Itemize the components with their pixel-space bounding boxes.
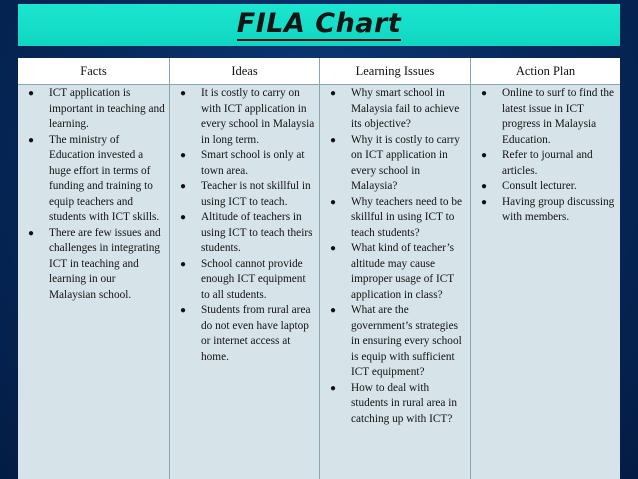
- list-item-text: How to deal with students in rural area …: [351, 381, 458, 425]
- list-item: ● There are few issues and challenges in …: [18, 226, 169, 304]
- table-column-ideas: Ideas ● It is costly to carry on with ICT …: [169, 58, 319, 479]
- list-item: ● The ministry of Education invested a hu…: [18, 133, 169, 226]
- bullet-icon: ●: [481, 196, 488, 208]
- list-item-text: Altitude of teachers in using ICT to tea…: [201, 211, 313, 254]
- bullet-icon: ●: [180, 181, 187, 192]
- list-item-text: Refer to journal and articles.: [502, 149, 593, 177]
- bullet-icon: ●: [180, 88, 187, 99]
- list-item: ● Why teachers need to be skillful in usi…: [320, 195, 470, 242]
- list-item: ● Students from rural area do not even ha…: [170, 303, 319, 365]
- bullet-icon: ●: [330, 196, 337, 208]
- list-item-text: Consult lecturer.: [502, 180, 577, 192]
- fila-table: Facts ● ICT application is important in te…: [18, 58, 620, 479]
- bullet-icon: ●: [180, 150, 187, 161]
- list-item-text: School cannot provide enough ICT equipme…: [201, 257, 306, 301]
- list-item: ● Online to surf to find the latest issue…: [471, 86, 620, 148]
- bullet-list: ● ICT application is important in teachin…: [18, 86, 169, 303]
- slide-title-bar: FILA Chart: [18, 4, 620, 46]
- list-item: ● Consult lecturer.: [471, 179, 620, 195]
- column-header: Ideas: [170, 58, 319, 85]
- table-column-facts: Facts ● ICT application is important in te…: [18, 58, 169, 479]
- table-column-action-plan: Action Plan ● Online to surf to find the l…: [470, 58, 620, 479]
- column-header: Facts: [18, 58, 169, 85]
- table-column-learning-issues: Learning Issues ● Why smart school in Mala…: [319, 58, 470, 479]
- bullet-icon: ●: [481, 181, 488, 192]
- list-item: ● What kind of teacher’s altitude may cau…: [320, 241, 470, 303]
- list-item: ● Smart school is only at town area.: [170, 148, 319, 179]
- list-item-text: The ministry of Education invested a hug…: [49, 133, 160, 224]
- bullet-icon: ●: [28, 88, 35, 99]
- bullet-icon: ●: [330, 243, 337, 254]
- bullet-list: ● Why smart school in Malaysia fail to ac…: [320, 86, 470, 427]
- list-item-text: Students from rural area do not even hav…: [201, 304, 311, 363]
- list-item-text: It is costly to carry on with ICT applic…: [201, 87, 315, 146]
- list-item: ● Having group discussing with members.: [471, 195, 620, 226]
- list-item: ● ICT application is important in teachin…: [18, 86, 169, 133]
- list-item: ● Altitude of teachers in using ICT to te…: [170, 210, 319, 257]
- column-body: ● Why smart school in Malaysia fail to ac…: [320, 85, 470, 479]
- list-item-text: Teacher is not skillful in using ICT to …: [201, 180, 311, 208]
- bullet-icon: ●: [330, 134, 337, 146]
- list-item-text: Why it is costly to carry on ICT applica…: [351, 133, 460, 193]
- bullet-icon: ●: [330, 305, 337, 316]
- bullet-icon: ●: [180, 212, 187, 223]
- list-item-text: ICT application is important in teaching…: [49, 87, 165, 130]
- list-item: ● Why it is costly to carry on ICT applic…: [320, 133, 470, 195]
- list-item-text: Why smart school in Malaysia fail to ach…: [351, 87, 460, 130]
- bullet-icon: ●: [28, 134, 35, 146]
- list-item: ● Teacher is not skillful in using ICT to…: [170, 179, 319, 210]
- list-item-text: What are the government’s strategies in …: [351, 304, 462, 378]
- column-body: ● ICT application is important in teachin…: [18, 85, 169, 479]
- bullet-list: ● It is costly to carry on with ICT appli…: [170, 86, 319, 365]
- bullet-icon: ●: [481, 88, 488, 99]
- column-body: ● It is costly to carry on with ICT appli…: [170, 85, 319, 479]
- column-header: Action Plan: [471, 58, 620, 85]
- bullet-icon: ●: [330, 382, 337, 394]
- list-item: ● It is costly to carry on with ICT appli…: [170, 86, 319, 148]
- list-item-text: Why teachers need to be skillful in usin…: [351, 195, 463, 239]
- list-item: ● School cannot provide enough ICT equipm…: [170, 257, 319, 304]
- list-item-text: There are few issues and challenges in i…: [49, 226, 161, 301]
- list-item-text: What kind of teacher’s altitude may caus…: [351, 242, 455, 301]
- list-item-text: Online to surf to find the latest issue …: [502, 87, 615, 146]
- list-item: ● What are the government’s strategies in…: [320, 303, 470, 381]
- list-item: ● Why smart school in Malaysia fail to ac…: [320, 86, 470, 133]
- bullet-icon: ●: [481, 150, 488, 161]
- bullet-icon: ●: [180, 258, 187, 270]
- bullet-icon: ●: [28, 227, 35, 239]
- column-header: Learning Issues: [320, 58, 470, 85]
- column-body: ● Online to surf to find the latest issue…: [471, 85, 620, 479]
- bullet-list: ● Online to surf to find the latest issue…: [471, 86, 620, 226]
- list-item-text: Having group discussing with members.: [502, 195, 615, 224]
- list-item: ● Refer to journal and articles.: [471, 148, 620, 179]
- bullet-icon: ●: [330, 88, 337, 99]
- list-item: ● How to deal with students in rural area…: [320, 381, 470, 428]
- list-item-text: Smart school is only at town area.: [201, 149, 305, 177]
- bullet-icon: ●: [180, 305, 187, 316]
- page-title: FILA Chart: [236, 8, 402, 41]
